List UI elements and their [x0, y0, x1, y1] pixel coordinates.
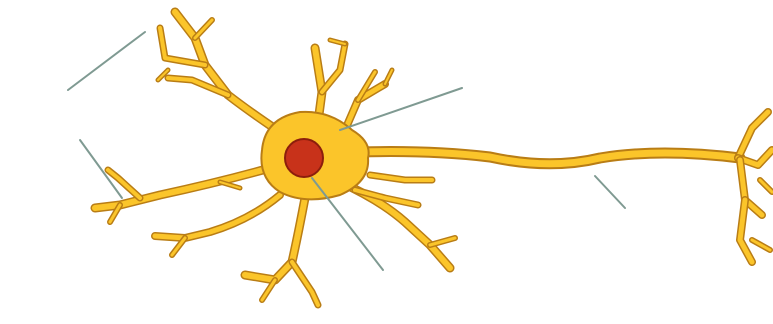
nucleus	[285, 139, 323, 177]
